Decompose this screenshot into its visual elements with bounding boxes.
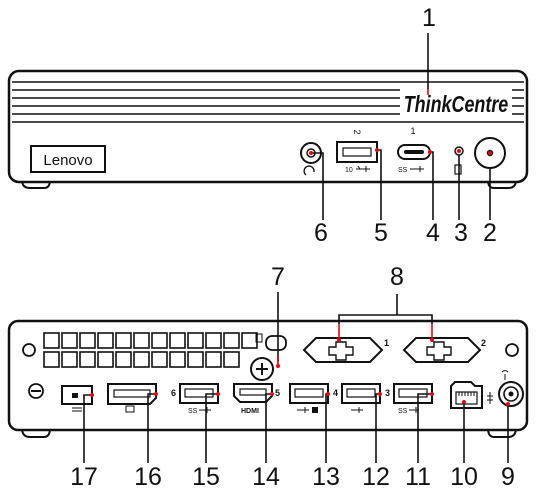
- callout-4: 4: [426, 219, 440, 247]
- ss-label-a: SS: [188, 408, 198, 415]
- expansion-1-number: 1: [384, 338, 389, 348]
- callout-14: 14: [252, 463, 280, 491]
- front-leaders: [311, 33, 491, 220]
- screw-hole-left: [22, 343, 36, 357]
- displayport-icon: [125, 405, 135, 413]
- front-usb-c-number: 1: [410, 126, 415, 136]
- expansion-2-number: 2: [481, 338, 486, 348]
- callout-1: 1: [422, 4, 436, 32]
- callout-17: 17: [70, 463, 98, 491]
- front-view: ThinkCentre Lenovo 2 10 1 SS: [7, 69, 529, 189]
- usb-3-number: 3: [385, 388, 390, 398]
- lenovo-badge: [30, 145, 106, 173]
- usb-icon-front-a: [356, 165, 370, 172]
- callout-16: 16: [134, 463, 162, 491]
- callout-15: 15: [192, 463, 220, 491]
- usb-icon-front-c: [410, 166, 424, 172]
- callout-5: 5: [374, 219, 388, 247]
- front-usb-a-icon: 10: [345, 167, 353, 174]
- rear-leaders: [83, 292, 509, 463]
- headset-icon: [303, 165, 315, 176]
- lenovo-logo: Lenovo: [43, 152, 92, 169]
- power-on-usb-icon: [312, 407, 318, 413]
- network-icon: [487, 392, 493, 404]
- ethernet-port: [450, 381, 483, 409]
- callout-7: 7: [271, 263, 285, 291]
- ss-label-b: SS: [398, 408, 408, 415]
- lock-icon: [255, 333, 263, 343]
- callout-8: 8: [390, 263, 404, 291]
- callout-9: 9: [501, 463, 515, 491]
- expansion-connector-2: [402, 337, 482, 363]
- callout-12: 12: [362, 463, 390, 491]
- usb-icon-12: [351, 407, 363, 413]
- callout-11: 11: [405, 463, 431, 491]
- callout-13: 13: [312, 463, 340, 491]
- dc-power-icon: [72, 407, 82, 412]
- front-foot-right: [487, 179, 517, 189]
- rear-leader-dots: [90, 338, 510, 406]
- hdmi-logo: HDMI: [241, 408, 259, 415]
- callout-6: 6: [314, 219, 328, 247]
- callout-10: 10: [450, 463, 478, 491]
- thinkcentre-logo: ThinkCentre: [404, 92, 509, 118]
- security-lock-slot: [265, 335, 287, 351]
- rear-view: 1 2 6 SS HDMI 5 4: [7, 319, 529, 438]
- usb-icon-13: [297, 407, 309, 413]
- expansion-connector-1: [302, 337, 384, 363]
- drive-activity-icon: [454, 164, 462, 175]
- rear-foot-right: [487, 427, 517, 438]
- callout-2: 2: [483, 219, 497, 247]
- usb-6-number: 6: [171, 388, 176, 398]
- usb-4-number: 4: [333, 388, 338, 398]
- front-foot-left: [21, 179, 51, 189]
- antenna-icon: [501, 370, 509, 380]
- callout-3: 3: [454, 219, 468, 247]
- front-usb-a-number: 2: [352, 129, 362, 134]
- screw-hole-right: [505, 343, 519, 357]
- rear-foot-left: [21, 427, 51, 438]
- rear-vent-grid: [43, 332, 258, 368]
- front-leader-dots: [309, 148, 492, 155]
- hdmi-5-number: 5: [275, 388, 280, 398]
- front-usb-c-icon: SS: [398, 167, 408, 174]
